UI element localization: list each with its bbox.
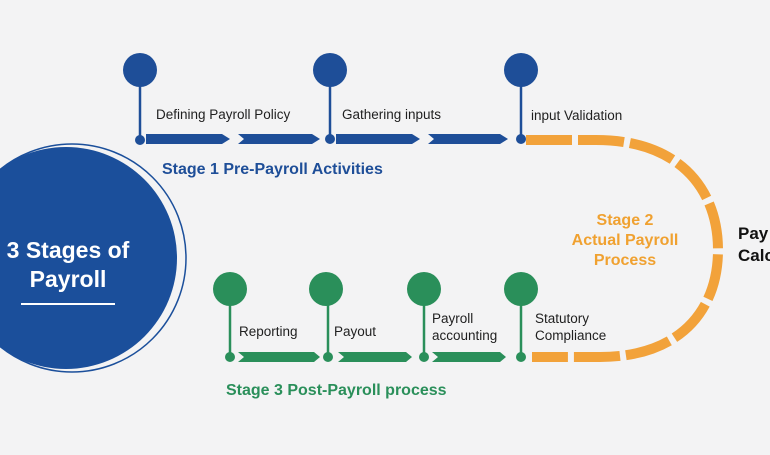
stage2-curve xyxy=(526,135,724,362)
stage1-step-label: input Validation xyxy=(531,108,623,123)
stage3-step-label: Reporting xyxy=(239,324,298,339)
center-circle-ring xyxy=(0,143,187,373)
stage2-edge-label-line2: Calc xyxy=(738,246,770,265)
stage1-arrow-segment xyxy=(238,134,320,144)
center-title: 3 Stages of Payroll xyxy=(0,236,136,294)
stage1-pin-head xyxy=(123,53,157,87)
center-title-line1: 3 Stages of xyxy=(6,237,130,263)
stage1-track xyxy=(123,53,538,145)
stage3-pin-head xyxy=(309,272,343,306)
stage1-arrow-segment xyxy=(428,134,508,144)
stage3-step-label: Statutory Compliance xyxy=(535,311,607,343)
stage2-edge-label: Pay Calc xyxy=(738,223,770,267)
stage2-title-line1: Stage 2 xyxy=(596,212,654,229)
stage2-title: Stage 2 Actual Payroll Process xyxy=(560,211,690,271)
stage1-step-label: Gathering inputs xyxy=(342,107,442,122)
stage3-title: Stage 3 Post-Payroll process xyxy=(226,382,447,399)
stage3-arrow-segment xyxy=(432,352,506,362)
center-circle xyxy=(0,147,177,369)
center-title-underline xyxy=(21,303,115,305)
stage3-step-label: Payroll accounting xyxy=(432,311,498,343)
stage2-arrow-path xyxy=(526,135,724,362)
stage3-step-label: Payout xyxy=(334,324,377,339)
stage1-step-label: Defining Payroll Policy xyxy=(156,107,291,122)
stage3-pin-head xyxy=(407,272,441,306)
stage3-track xyxy=(213,272,538,362)
stage1-arrow-segment xyxy=(146,134,230,144)
stage2-edge-label-line1: Pay xyxy=(738,224,769,243)
stage3-arrow-segment xyxy=(238,352,320,362)
stage1-pin-head xyxy=(313,53,347,87)
stage3-pin-head xyxy=(504,272,538,306)
stage1-arrow-segment xyxy=(336,134,420,144)
stage1-pin-head xyxy=(504,53,538,87)
stage2-title-line3: Process xyxy=(593,252,657,269)
center-title-line2: Payroll xyxy=(29,266,107,292)
stage2-title-line2: Actual Payroll xyxy=(571,232,679,249)
stage1-title: Stage 1 Pre-Payroll Activities xyxy=(162,161,383,178)
stage3-arrow-segment xyxy=(338,352,412,362)
stage3-pin-head xyxy=(213,272,247,306)
